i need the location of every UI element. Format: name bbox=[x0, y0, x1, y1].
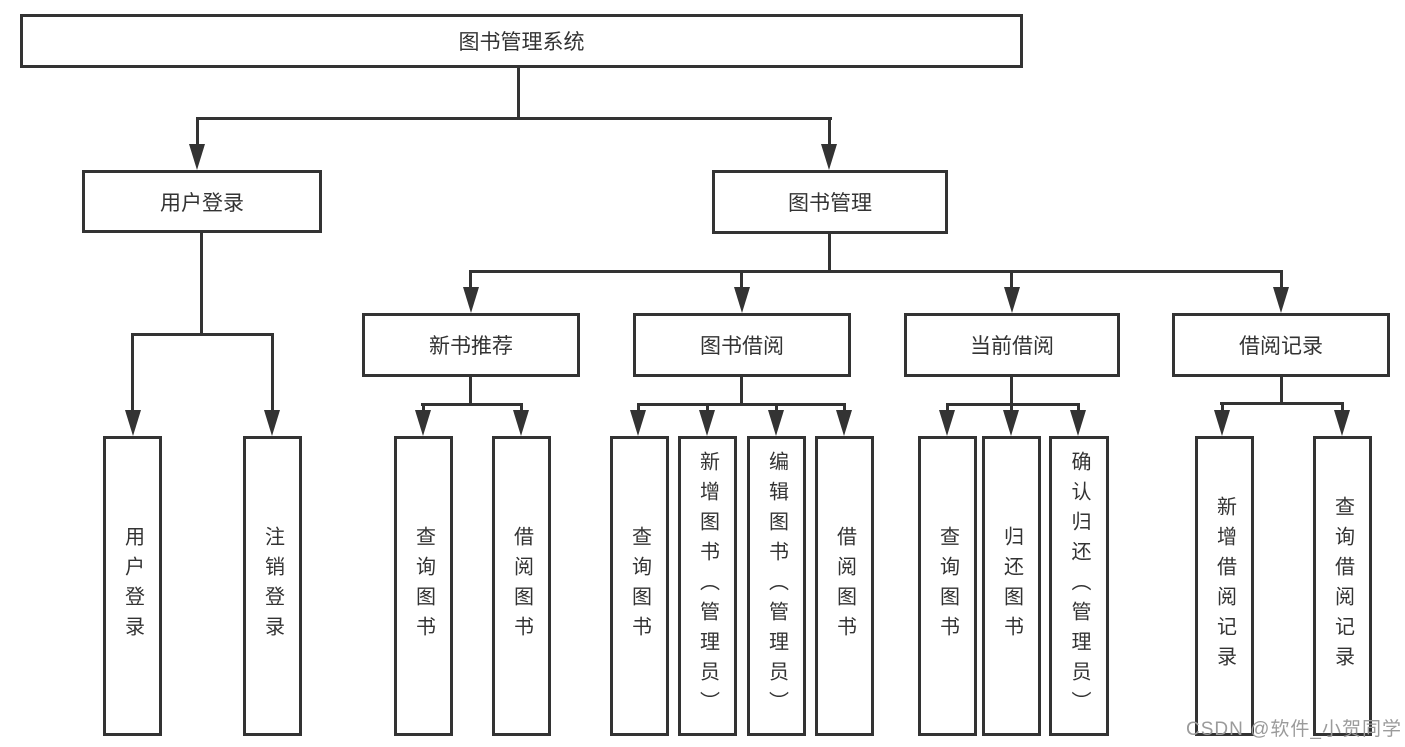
arrowhead-borrow-books-2 bbox=[836, 410, 852, 436]
leaf-add-books-admin: 新增图书（管理员） bbox=[678, 436, 737, 736]
connector-records-branch bbox=[1220, 402, 1344, 405]
connector-user-login-branch bbox=[131, 333, 274, 336]
connector-root-branch bbox=[196, 117, 832, 120]
leaf-query-books-under-borrowing: 查询图书 bbox=[610, 436, 669, 736]
leaf-user-login: 用户登录 bbox=[103, 436, 162, 736]
connector-recommend-branch bbox=[421, 403, 523, 406]
leaf-user-login-label: 用户登录 bbox=[121, 526, 144, 646]
node-book-borrowing: 图书借阅 bbox=[633, 313, 851, 377]
connector-to-current-borrowing bbox=[1010, 270, 1013, 290]
connector-to-book-borrowing bbox=[740, 270, 743, 290]
leaf-borrow-books-under-recommend: 借阅图书 bbox=[492, 436, 551, 736]
leaf-borrow-books-under-borrowing-label: 借阅图书 bbox=[833, 526, 856, 646]
connector-book-management-stem bbox=[828, 233, 831, 273]
node-book-borrowing-label: 图书借阅 bbox=[700, 335, 784, 358]
leaf-confirm-return-admin-label: 确认归还（管理员） bbox=[1068, 451, 1090, 721]
connector-to-query-books-3 bbox=[946, 403, 949, 415]
arrowhead-query-record bbox=[1334, 410, 1350, 436]
arrowhead-add-record bbox=[1214, 410, 1230, 436]
leaf-logout: 注销登录 bbox=[243, 436, 302, 736]
arrowhead-query-books-1 bbox=[415, 410, 431, 436]
connector-to-return-books bbox=[1010, 403, 1013, 415]
connector-to-query-record bbox=[1341, 402, 1344, 415]
leaf-query-books-under-recommend-label: 查询图书 bbox=[412, 526, 435, 646]
leaf-borrow-books-under-recommend-label: 借阅图书 bbox=[510, 526, 533, 646]
leaf-query-books-under-recommend: 查询图书 bbox=[394, 436, 453, 736]
node-new-book-recommend: 新书推荐 bbox=[362, 313, 580, 377]
leaf-edit-books-admin: 编辑图书（管理员） bbox=[747, 436, 806, 736]
arrowhead-borrow-books-1 bbox=[513, 410, 529, 436]
node-root-label: 图书管理系统 bbox=[458, 31, 585, 54]
connector-root-stem bbox=[517, 67, 520, 120]
connector-to-logout-leaf bbox=[271, 333, 274, 413]
node-root: 图书管理系统 bbox=[20, 14, 1023, 68]
connector-records-stem bbox=[1280, 377, 1283, 404]
node-borrowing-records: 借阅记录 bbox=[1172, 313, 1390, 377]
connector-to-borrow-books-2 bbox=[843, 403, 846, 415]
leaf-add-borrow-record-label: 新增借阅记录 bbox=[1213, 496, 1236, 676]
leaf-logout-label: 注销登录 bbox=[261, 526, 284, 646]
connector-to-edit-books bbox=[775, 403, 778, 415]
leaf-return-books: 归还图书 bbox=[982, 436, 1041, 736]
arrowhead-user-login-leaf bbox=[125, 410, 141, 436]
connector-to-user-login bbox=[196, 117, 199, 149]
arrowhead-book-management bbox=[821, 144, 837, 170]
arrowhead-new-book-recommend bbox=[463, 287, 479, 313]
leaf-edit-books-admin-label: 编辑图书（管理员） bbox=[765, 451, 788, 721]
connector-to-query-books-1 bbox=[422, 403, 425, 415]
node-book-management-label: 图书管理 bbox=[788, 192, 872, 215]
connector-recommend-stem bbox=[469, 376, 472, 406]
leaf-query-books-under-current-label: 查询图书 bbox=[936, 526, 959, 646]
arrowhead-user-login bbox=[189, 144, 205, 170]
connector-book-management-branch bbox=[469, 270, 1283, 273]
arrowhead-return-books bbox=[1003, 410, 1019, 436]
arrowhead-current-borrowing bbox=[1004, 287, 1020, 313]
arrowhead-borrowing-records bbox=[1273, 287, 1289, 313]
connector-current-stem bbox=[1010, 376, 1013, 406]
arrowhead-add-books bbox=[699, 410, 715, 436]
connector-to-borrowing-records bbox=[1280, 270, 1283, 290]
connector-to-borrow-books-1 bbox=[520, 403, 523, 415]
csdn-watermark: CSDN @软件_小贺同学 bbox=[1186, 719, 1402, 740]
leaf-return-books-label: 归还图书 bbox=[1000, 526, 1023, 646]
arrowhead-edit-books bbox=[768, 410, 784, 436]
arrowhead-confirm-return bbox=[1070, 410, 1086, 436]
node-new-book-recommend-label: 新书推荐 bbox=[429, 335, 513, 358]
connector-to-add-books bbox=[706, 403, 709, 415]
connector-to-confirm-return bbox=[1077, 403, 1080, 415]
connector-borrowing-stem bbox=[740, 376, 743, 406]
node-user-login: 用户登录 bbox=[82, 170, 322, 233]
connector-to-query-books-2 bbox=[637, 403, 640, 415]
connector-user-login-stem bbox=[200, 233, 203, 336]
leaf-add-books-admin-label: 新增图书（管理员） bbox=[696, 451, 719, 721]
node-current-borrowing: 当前借阅 bbox=[904, 313, 1120, 377]
node-borrowing-records-label: 借阅记录 bbox=[1239, 335, 1323, 358]
leaf-query-books-under-current: 查询图书 bbox=[918, 436, 977, 736]
connector-to-user-login-leaf bbox=[131, 333, 134, 413]
leaf-query-books-under-borrowing-label: 查询图书 bbox=[628, 526, 651, 646]
leaf-query-borrow-record: 查询借阅记录 bbox=[1313, 436, 1372, 736]
leaf-borrow-books-under-borrowing: 借阅图书 bbox=[815, 436, 874, 736]
connector-to-add-record bbox=[1221, 402, 1224, 415]
leaf-query-borrow-record-label: 查询借阅记录 bbox=[1331, 496, 1354, 676]
connector-to-new-book-recommend bbox=[469, 270, 472, 290]
node-current-borrowing-label: 当前借阅 bbox=[970, 335, 1054, 358]
arrowhead-query-books-3 bbox=[939, 410, 955, 436]
connector-current-branch bbox=[946, 403, 1080, 406]
connector-to-book-management bbox=[828, 117, 831, 149]
arrowhead-query-books-2 bbox=[630, 410, 646, 436]
leaf-confirm-return-admin: 确认归还（管理员） bbox=[1049, 436, 1109, 736]
leaf-add-borrow-record: 新增借阅记录 bbox=[1195, 436, 1254, 736]
node-book-management: 图书管理 bbox=[712, 170, 948, 234]
arrowhead-book-borrowing bbox=[734, 287, 750, 313]
connector-borrowing-branch bbox=[637, 403, 846, 406]
node-user-login-label: 用户登录 bbox=[160, 191, 244, 215]
arrowhead-logout-leaf bbox=[264, 410, 280, 436]
